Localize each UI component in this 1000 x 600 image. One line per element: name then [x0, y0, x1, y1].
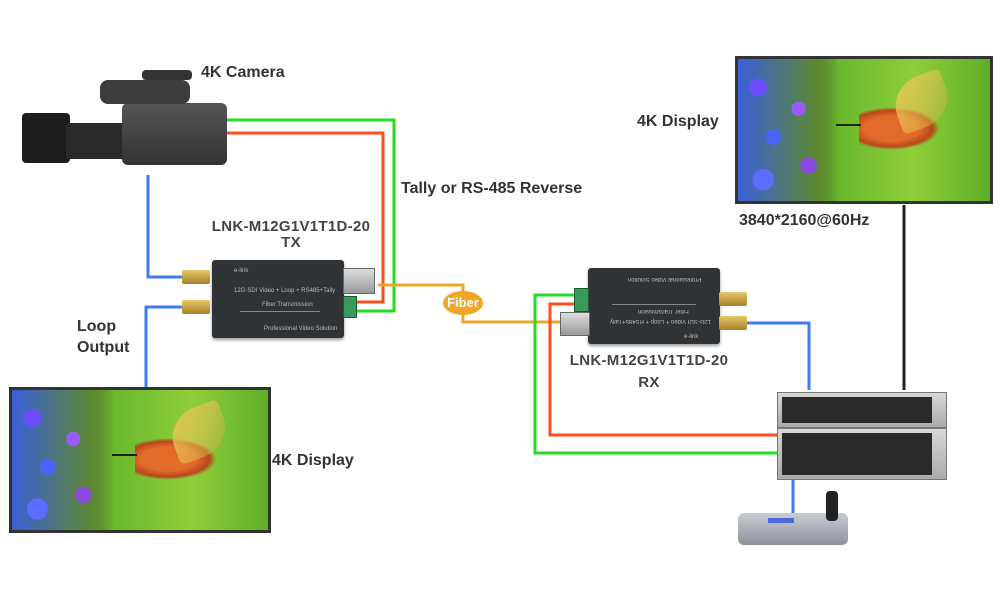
- tx-feature-text: 12G-SDI Video + Loop + RS485+Tally: [234, 288, 336, 294]
- tx-bnc-in: [182, 270, 210, 284]
- rx-feature-text: 12G-SDI Video + Loop + RS485+Tally: [610, 318, 712, 324]
- ptz-keyboard-controller: [738, 491, 848, 545]
- sdi-wire-camera-tx: [146, 175, 183, 279]
- tally-label: Tally or RS-485 Reverse: [401, 180, 583, 197]
- fiber-badge: Fiber: [443, 291, 483, 315]
- hummingbird-beak: [111, 454, 138, 457]
- keyboard-screen: [768, 518, 794, 523]
- rs485-wire-tx: [220, 118, 396, 313]
- rx-terminal-block: [574, 288, 589, 312]
- rx-unit: Professional Video Solution Fiber Transm…: [588, 268, 720, 344]
- rx-role-label: RX: [638, 374, 660, 391]
- tx-terminal-block: [343, 296, 357, 318]
- flowers-image: [12, 390, 115, 530]
- camera-label: 4K Camera: [201, 64, 285, 81]
- sdi-wire-loop-output: [144, 305, 183, 388]
- loop-output-label-line2: Output: [77, 339, 130, 356]
- tx-bnc-loop: [182, 300, 210, 314]
- tx-sfp-module: [343, 268, 375, 294]
- flowers-image: [738, 59, 839, 201]
- resolution-label: 3840*2160@60Hz: [739, 212, 870, 229]
- tally-wire-rx: [548, 302, 778, 437]
- display-right: [735, 56, 993, 204]
- rx-brand: e-link: [684, 334, 699, 340]
- rx-sfp-module: [560, 312, 590, 336]
- rx-transmission-text: Fiber Transmission: [638, 308, 689, 314]
- tx-model-label: LNK-M12G1V1T1D-20: [211, 218, 371, 235]
- loop-output-label-line1: Loop: [77, 318, 117, 335]
- joystick: [826, 491, 838, 521]
- rack-bottom-panel: [782, 433, 932, 475]
- display-right-label: 4K Display: [637, 113, 719, 130]
- display-left-label: 4K Display: [272, 452, 354, 469]
- rack-top-panel: [782, 397, 932, 423]
- rack-unit-bottom: [777, 428, 947, 480]
- tx-slogan: Professional Video Solution: [264, 326, 338, 332]
- tally-wire-tx: [222, 131, 385, 304]
- hummingbird-beak: [836, 124, 862, 127]
- rx-bnc-out-1: [719, 292, 747, 306]
- rx-bnc-out-2: [719, 316, 747, 330]
- tx-brand: e-link: [234, 268, 249, 274]
- rx-slogan: Professional Video Solution: [628, 276, 702, 282]
- rx-model-label: LNK-M12G1V1T1D-20: [569, 352, 729, 369]
- tx-stripe: [240, 311, 320, 312]
- rs485-wire-rx: [533, 293, 778, 455]
- tx-transmission-text: Fiber Transmission: [262, 302, 313, 308]
- rx-stripe: [612, 304, 696, 305]
- tx-unit: e-link 12G-SDI Video + Loop + RS485+Tall…: [212, 260, 344, 338]
- display-left: [9, 387, 271, 533]
- sdi-wire-rx-rack: [747, 321, 811, 390]
- rack-unit-top: [777, 392, 947, 428]
- tx-role-label: TX: [281, 234, 301, 251]
- camera-image: [22, 68, 232, 173]
